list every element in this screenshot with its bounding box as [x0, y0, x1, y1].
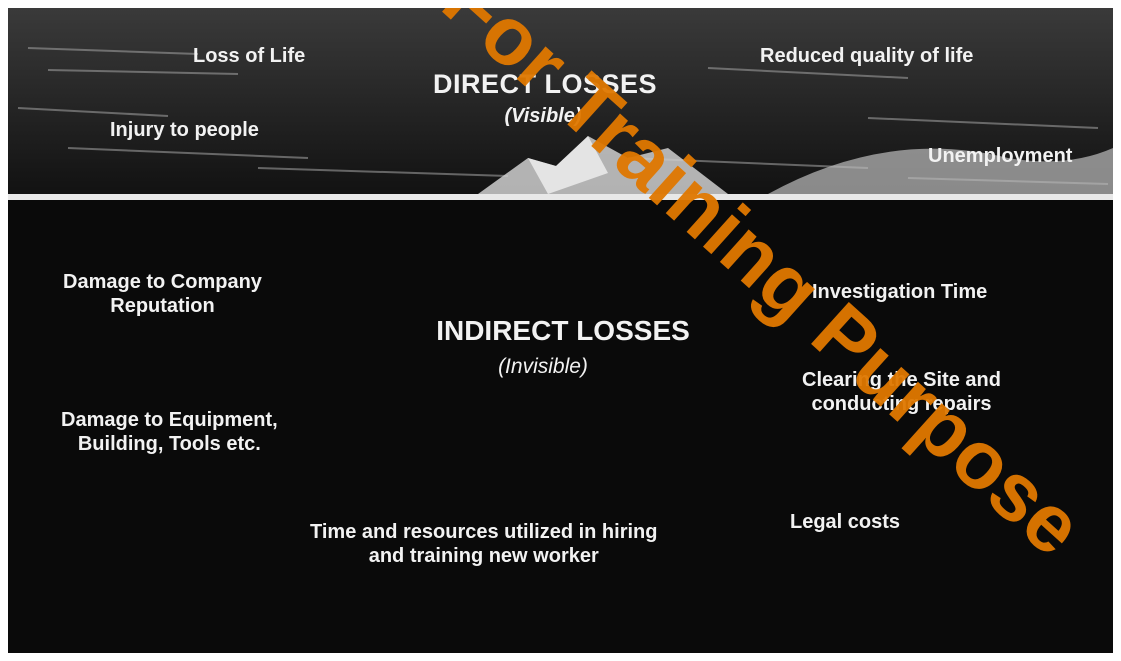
water-line	[8, 194, 1113, 200]
indirect-losses-subtitle: (Invisible)	[498, 355, 588, 378]
indirect-losses-title: INDIRECT LOSSES	[436, 315, 690, 346]
indirect-item-reputation: Damage to Company Reputation	[63, 271, 262, 318]
indirect-item-hiring-training: Time and resources utilized in hiring an…	[310, 521, 658, 568]
iceberg-diagram: DIRECT LOSSES (Visible) Loss of Life Red…	[8, 8, 1113, 653]
sea-surface-illustration	[8, 8, 1113, 198]
visible-iceberg-band: DIRECT LOSSES (Visible) Loss of Life Red…	[8, 8, 1113, 198]
direct-item-unemployment: Unemployment	[928, 145, 1073, 167]
indirect-item-investigation: Investigation Time	[812, 281, 988, 303]
direct-item-loss-of-life: Loss of Life	[193, 45, 306, 67]
direct-item-injury: Injury to people	[110, 119, 259, 141]
indirect-item-clearing-site: Clearing the Site and conducting repairs	[802, 369, 1001, 416]
indirect-item-legal-costs: Legal costs	[790, 511, 901, 533]
direct-item-reduced-quality: Reduced quality of life	[760, 45, 974, 67]
indirect-item-equipment-damage: Damage to Equipment, Building, Tools etc…	[61, 409, 278, 456]
direct-losses-title: DIRECT LOSSES	[432, 69, 658, 99]
direct-losses-subtitle: (Visible)	[504, 105, 582, 127]
